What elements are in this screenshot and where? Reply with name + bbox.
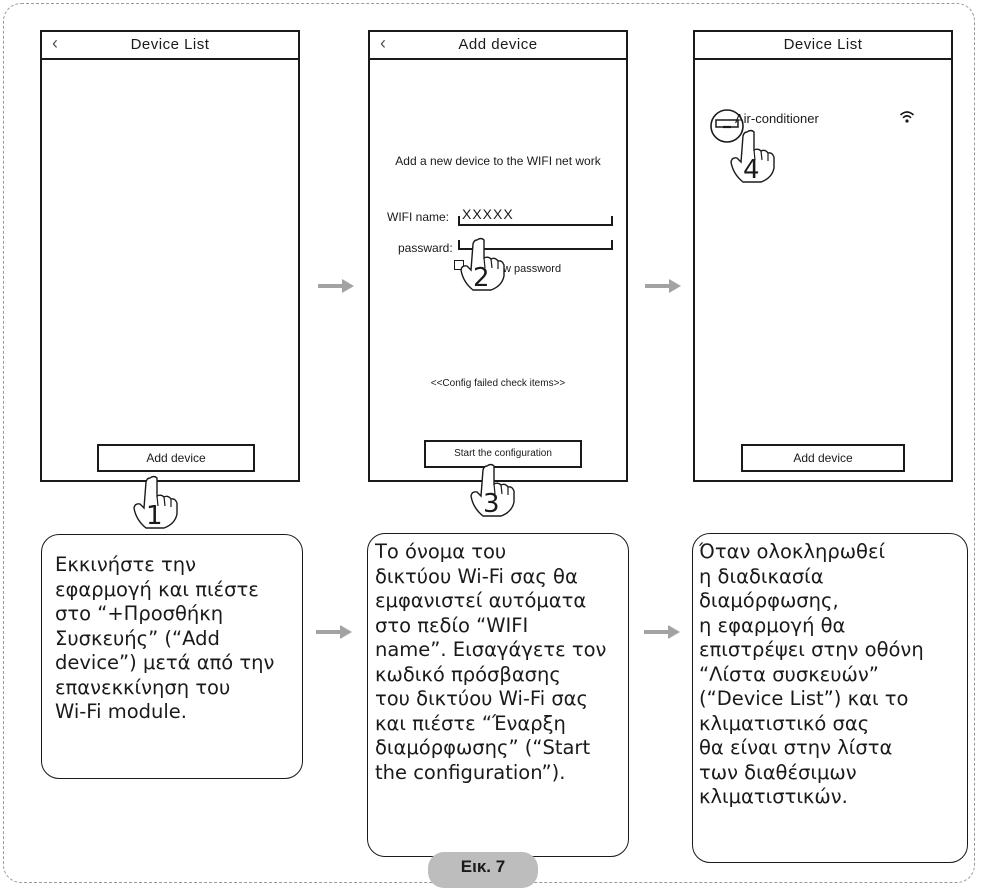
caption-step-1: Εκκινήστε την εφαρμογή και πιέστε στο “+… (41, 534, 303, 779)
wifi-name-label: WIFI name: (387, 210, 450, 224)
show-password-label: w password (503, 263, 562, 275)
figure-label: Εικ. 7 (428, 852, 538, 888)
wifi-name-input[interactable] (458, 216, 613, 226)
arrow-right-icon (318, 279, 354, 293)
screen-device-list-added: Device List Air-conditioner Add device (693, 30, 953, 482)
add-device-button[interactable]: Add device (97, 444, 255, 472)
caption-text: Όταν ολοκληρωθεί η διαδικασία διαμόρφωση… (699, 540, 924, 808)
back-icon[interactable]: ‹ (52, 33, 59, 53)
screen-device-list-empty: ‹ Device List Add device (40, 30, 300, 482)
password-label: passward: (398, 241, 453, 255)
screen-title: Device List (783, 36, 863, 53)
air-conditioner-icon (710, 109, 744, 143)
arrow-right-icon (316, 625, 352, 639)
device-name-air-conditioner[interactable]: Air-conditioner (735, 111, 819, 126)
screen-title: Device List (130, 36, 210, 53)
start-configuration-button[interactable]: Start the configuration (424, 440, 582, 468)
tap-hand-icon: 2 (460, 237, 505, 292)
screen-add-device: ‹ Add device Add a new device to the WIF… (368, 30, 628, 482)
arrow-right-icon (644, 625, 680, 639)
add-device-button[interactable]: Add device (741, 444, 905, 472)
caption-text: Εκκινήστε την εφαρμογή και πιέστε στο “+… (55, 553, 275, 723)
step-number: 1 (146, 501, 163, 530)
screen-header: ‹ Add device (370, 32, 626, 60)
back-icon[interactable]: ‹ (380, 33, 387, 53)
screen-header: ‹ Device List (42, 32, 298, 60)
caption-step-4: Όταν ολοκληρωθεί η διαδικασία διαμόρφωση… (692, 533, 968, 863)
arrow-right-icon (645, 279, 681, 293)
step-number: 3 (483, 489, 500, 518)
show-password-checkbox[interactable] (454, 260, 464, 270)
step-number: 4 (743, 155, 760, 184)
tap-hand-icon: 4 (730, 129, 775, 184)
check-items-link[interactable]: <<Config failed check items>> (430, 378, 566, 389)
tap-hand-icon: 1 (133, 475, 178, 530)
step-number: 2 (473, 263, 490, 292)
password-input[interactable] (458, 240, 613, 250)
screen-header: Device List (695, 32, 951, 60)
wifi-signal-icon (899, 111, 915, 123)
caption-step-2-3: Το όνομα του δικτύου Wi-Fi σας θα εμφανι… (367, 533, 629, 857)
screen-title: Add device (458, 36, 538, 53)
wifi-name-value: XXXXX (462, 206, 514, 222)
tap-hand-icon: 3 (470, 463, 515, 518)
intro-text: Add a new device to the WIFI net work (395, 154, 601, 168)
caption-text: Το όνομα του δικτύου Wi-Fi σας θα εμφανι… (375, 540, 607, 784)
